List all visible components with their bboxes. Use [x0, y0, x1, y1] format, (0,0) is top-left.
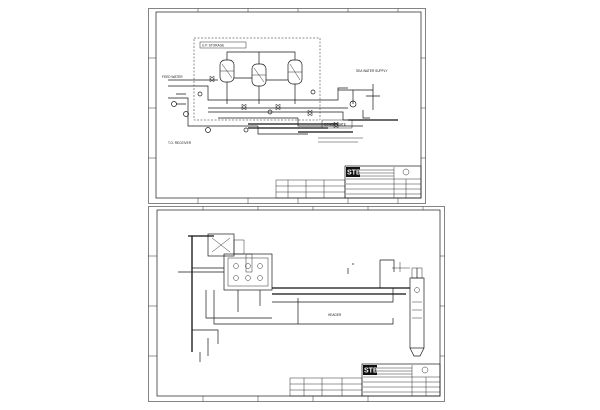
- title-block: STB: [275, 165, 422, 199]
- equipment-skid: [207, 233, 273, 291]
- condensate-return: [318, 137, 363, 143]
- vessel-3: [287, 59, 303, 85]
- revision-table-2: [289, 377, 363, 397]
- tank-area-label-box: [199, 41, 247, 49]
- revision-table: [275, 179, 346, 199]
- column-nozzles: [392, 262, 410, 272]
- vessel-1: [219, 59, 235, 83]
- drawing-sheet-layout: HEADER STB: [148, 206, 445, 402]
- tank-area-label: U.P. STORAGE: [202, 44, 224, 48]
- drawing-sheet-pid: U.P. STORAGE: [148, 8, 426, 204]
- branch-piping: [178, 259, 395, 362]
- sheet-outer-frame-2: [148, 206, 445, 402]
- stb-logo-plate: [346, 167, 360, 177]
- sea-water-branch: [338, 84, 380, 119]
- sea-water-label: SEA WATER SUPPLY: [356, 69, 388, 73]
- main-pipe-runs: [188, 235, 410, 352]
- vessel-2: [251, 63, 267, 87]
- process-piping: [168, 51, 388, 135]
- left-instruments: [171, 89, 316, 133]
- vertical-column: [409, 267, 425, 357]
- condensate-box: [321, 119, 353, 129]
- sheet-outer-frame: [148, 8, 426, 204]
- valve-symbols: [209, 75, 339, 129]
- feed-water-label: FEED WATER: [162, 75, 183, 79]
- title-block-2: STB: [289, 363, 441, 397]
- border-zone-ticks-2: [148, 206, 445, 402]
- header-label: HEADER: [328, 313, 342, 317]
- piping-layout: HEADER STB: [148, 206, 445, 402]
- main-header-lines: [248, 119, 398, 133]
- border-zone-ticks: [148, 8, 426, 204]
- stb-logo: STB: [347, 170, 361, 177]
- receiver-label: T.O. RECEIVER: [168, 141, 192, 145]
- pid-schematic: U.P. STORAGE: [148, 8, 426, 204]
- package-boundary: [193, 37, 321, 121]
- stb-logo-plate-2: [363, 365, 377, 375]
- stb-logo-2: STB: [364, 368, 378, 375]
